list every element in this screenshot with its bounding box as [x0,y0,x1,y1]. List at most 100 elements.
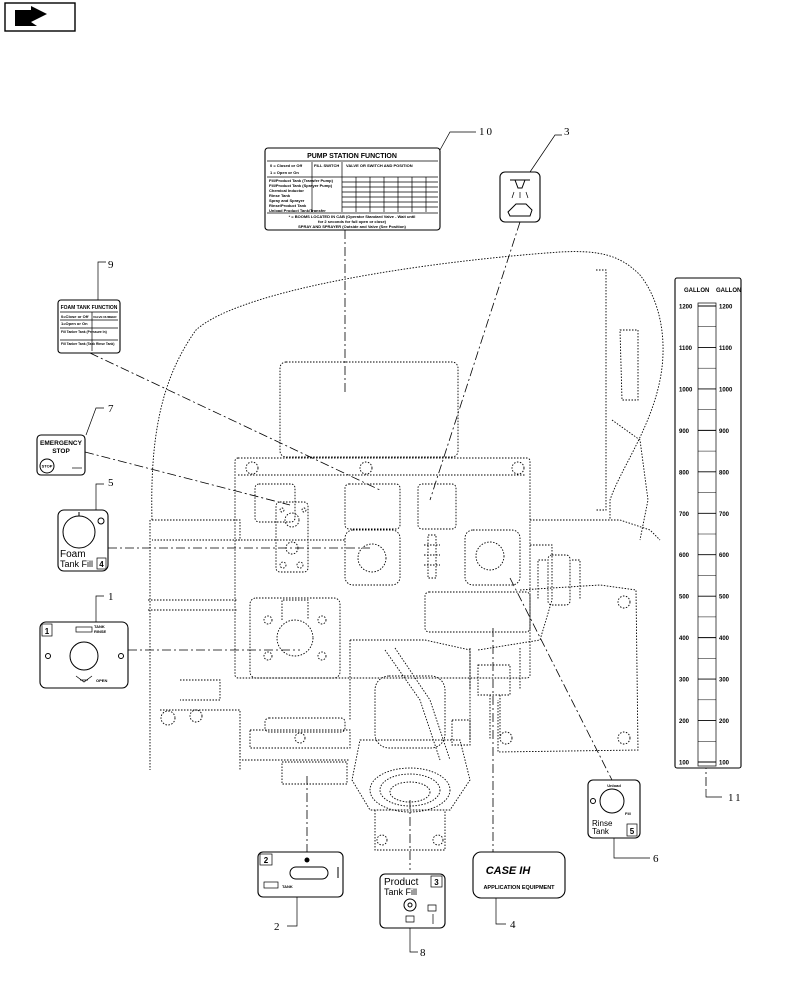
pump-label-row-7: Unload Product Tank/Transfer [269,208,326,213]
pump-label-fill-switch: FILL SWITCH [314,163,339,168]
valve-port-icon [403,898,417,912]
callout-number: 8 [420,947,428,959]
callout-number: 5 [108,477,116,489]
tank-rinse-number: 1 [45,627,50,636]
callout-10[interactable]: 10 [439,126,494,151]
label2-number: 2 [264,856,269,865]
gauge-tick-label-right: 300 [719,678,730,684]
foam-tank-function-label[interactable]: FOAM TANK FUNCTION 0=Close or Off 1=Open… [57,299,121,354]
rinse-tank-decal[interactable]: Unload Fill Rinse Tank 5 [587,779,641,839]
tank-rinse-rinse: RINSE [94,629,107,634]
tank-icon [75,626,93,633]
gauge-tick-label-left: 600 [679,553,690,559]
gauge-tick-label-right: 1100 [719,346,733,352]
gauge-tick-label-right: 400 [719,636,730,642]
pump-label-row-1: Fill/Product Tank (Transfer Pump) [269,178,334,183]
callout-number: 10 [479,126,494,138]
pump-label-valve-header: VALVE OR SWITCH AND POSITION [346,163,413,168]
rinse-line-1: Rinse [592,819,613,828]
gauge-tick-label-left: 1200 [679,305,693,311]
callout-number: 1 [108,591,116,603]
callout-1[interactable]: 1 [95,591,116,622]
gauge-tick-label-right: 800 [719,470,730,476]
emergency-line-2: STOP [52,448,70,455]
pump-label-row-4: Rinse Tank [269,193,291,198]
pump-label-row-3: Chemical Inductor [269,188,304,193]
callout-number: 9 [108,259,116,271]
rinse-hand-decal[interactable] [499,171,541,223]
callout-5[interactable]: 5 [95,477,116,510]
pump-label-row-6: Rinse/Product Tank [269,203,307,208]
gauge-tick-label-left: 300 [679,678,690,684]
foam-label-key2: 1=Open or On [61,321,88,326]
foam-label-row-1: Fill Tanker Tank (Pressure In) [61,330,107,334]
callout-number: 4 [510,919,518,931]
gauge-tick-label-left: 800 [679,470,690,476]
foam-label-column: VALVE NUMBER [93,315,117,319]
tank-rinse-decal[interactable]: 1 TANK RINSE OPEN [39,621,129,689]
next-page-arrow-icon[interactable] [4,2,76,32]
tank-rinse-tank: TANK [94,624,105,629]
faucet-icon [510,179,530,189]
tank-rinse-open: OPEN [96,678,107,683]
product-fill-line-2: Tank Fill [384,887,417,897]
callout-number: 3 [564,126,572,138]
gauge-tick-label-right: 700 [719,512,730,518]
pump-label-note-1: * = BOOMS LOCATED IN CAB (Operator Stand… [289,214,416,219]
gauge-tick-label-left: 500 [679,595,690,601]
callout-4[interactable]: 4 [495,898,518,931]
foam-label-key1: 0=Close or Off [61,314,89,319]
callout-8[interactable]: 8 [409,928,428,959]
gauge-unit-left: GALLON [684,288,709,294]
callout-number: 11 [728,792,743,804]
foam-fill-line-1: Foam [60,549,86,560]
rinse-unload: Unload [607,783,621,788]
callout-7[interactable]: 7 [85,403,116,436]
foam-tank-fill-decal[interactable]: Foam Tank Fill 4 [57,509,109,572]
callout-11[interactable]: 11 [705,790,743,804]
product-tank-fill-decal[interactable]: Product Tank Fill 3 [379,873,446,929]
product-fill-number: 3 [434,878,439,887]
product-fill-line-1: Product [384,877,419,888]
pump-label-note-2: for 2 seconds for full open or close) [318,219,387,224]
rinse-fill: Fill [625,811,631,816]
gauge-tick-label-right: 500 [719,595,730,601]
hand-icon [507,203,533,217]
tank-valve-decal[interactable]: 2 TANK [257,851,344,898]
callout-9[interactable]: 9 [97,259,116,300]
valve-port-icon [599,788,625,814]
emergency-line-1: EMERGENCY [40,440,83,447]
pump-label-key1: 0 = Closed or Off [270,163,303,168]
gauge-unit-right: GALLON [716,288,741,294]
gauge-tick-label-left: 100 [679,761,690,767]
gauge-tick-label-right: 600 [719,553,730,559]
stop-button-icon [39,458,55,474]
callout-3[interactable]: 3 [529,126,572,173]
callout-2[interactable]: 2 [274,897,298,933]
callout-number: 2 [274,921,282,933]
emergency-stop-decal[interactable]: EMERGENCY STOP STOP [36,434,86,476]
foam-label-title: FOAM TANK FUNCTION [61,305,118,311]
pump-label-key2: 1 = Open or On [270,170,299,175]
pump-station-function-label[interactable]: PUMP STATION FUNCTION 0 = Closed or Off … [264,147,441,231]
gauge-tick-label-right: 200 [719,719,730,725]
callout-6[interactable]: 6 [613,838,661,865]
valve-slot-icon [289,866,329,880]
valve-port-icon [69,641,99,671]
gauge-tick-label-left: 1100 [679,346,693,352]
foam-label-row-2: Fill Tanker Tank (Tank Rinse Tank) [61,342,114,346]
gauge-tick-label-left: 700 [679,512,690,518]
gauge-tick-label-right: 900 [719,429,730,435]
case-ih-subtitle: APPLICATION EQUIPMENT [483,885,555,891]
gauge-tick-label-right: 100 [719,761,730,767]
foam-fill-number: 4 [99,560,104,569]
gauge-tick-label-left: 900 [679,429,690,435]
pump-label-note-3: SPRAY AND SPRAYER (Outside and Valve (Se… [298,224,406,229]
rinse-line-2: Tank [592,827,610,836]
gauge-tick-label-right: 1200 [719,305,733,311]
pump-label-title: PUMP STATION FUNCTION [307,153,397,160]
case-ih-application-decal[interactable]: CASE IH APPLICATION EQUIPMENT [472,851,566,899]
